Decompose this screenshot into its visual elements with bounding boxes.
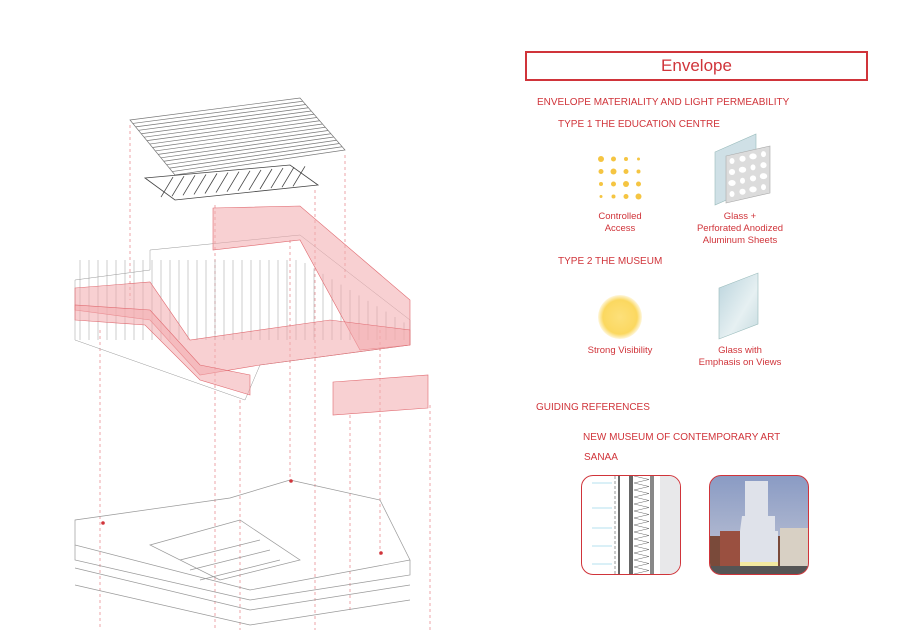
references-heading: GUIDING REFERENCES <box>536 402 650 413</box>
type2-heading: TYPE 2 THE MUSEUM <box>558 256 663 267</box>
caption-line: Aluminum Sheets <box>702 235 778 246</box>
controlled-access-dots-icon <box>598 156 642 200</box>
light-dot <box>611 156 616 162</box>
perforation <box>729 158 735 164</box>
perforation <box>739 155 746 162</box>
reference-architect: SANAA <box>584 452 618 463</box>
caption-line: Glass + <box>723 211 757 222</box>
light-dot <box>635 193 642 200</box>
light-dot <box>623 169 629 174</box>
perforation <box>749 153 757 160</box>
wall-section-detail-image <box>581 475 681 575</box>
caption-line: Perforated Anodized <box>696 223 784 234</box>
perforation <box>749 186 757 193</box>
light-dot <box>636 169 641 174</box>
pink-envelope-bands <box>74 205 429 416</box>
perforation <box>738 166 747 173</box>
exploded-axonometric-drawing <box>74 97 431 630</box>
perforation <box>759 173 768 180</box>
perforation <box>761 184 766 191</box>
caption-line: Glass with <box>718 345 762 356</box>
roof-slats <box>129 97 346 176</box>
reference-project: NEW MUSEUM OF CONTEMPORARY ART <box>583 432 781 443</box>
perforation <box>739 188 746 195</box>
perforation <box>750 164 756 171</box>
roof-truss <box>143 164 320 201</box>
light-dot <box>598 169 604 174</box>
perforation <box>729 191 735 197</box>
caption-line: Emphasis on Views <box>698 357 782 368</box>
materiality-heading: ENVELOPE MATERIALITY AND LIGHT PERMEABIL… <box>537 97 790 108</box>
controlled-access-caption: Controlled Access <box>550 211 690 235</box>
light-dot <box>611 181 616 187</box>
perforated-glass-panel-icon <box>714 133 771 206</box>
light-dot <box>623 194 629 199</box>
caption-line: Controlled <box>598 211 642 222</box>
perforation <box>740 177 745 184</box>
section-title: Envelope <box>525 51 868 81</box>
perforation <box>761 151 766 158</box>
light-dot <box>624 157 628 161</box>
perforation <box>749 175 757 182</box>
light-dot <box>599 182 603 186</box>
glass-views-caption: Glass with Emphasis on Views <box>670 345 810 369</box>
light-dot <box>599 195 603 198</box>
strong-visibility-caption: Strong Visibility <box>587 345 653 356</box>
markers <box>101 479 383 555</box>
floor-plates <box>74 479 411 626</box>
perforation <box>728 180 736 186</box>
light-dot <box>636 181 641 187</box>
light-dot <box>598 156 604 162</box>
perforated-glass-caption: Glass + Perforated Anodized Aluminum She… <box>670 211 810 247</box>
light-dot <box>623 181 629 187</box>
caption-line: Access <box>604 223 636 234</box>
light-dot <box>637 157 640 161</box>
new-museum-photo <box>709 475 809 575</box>
perforation <box>728 169 736 175</box>
light-dot <box>610 168 617 175</box>
strong-visibility-glow-icon <box>598 295 642 339</box>
light-dot <box>611 194 616 199</box>
glass-panel-icon <box>718 272 759 340</box>
perforation <box>760 162 767 169</box>
type1-heading: TYPE 1 THE EDUCATION CENTRE <box>558 119 720 130</box>
